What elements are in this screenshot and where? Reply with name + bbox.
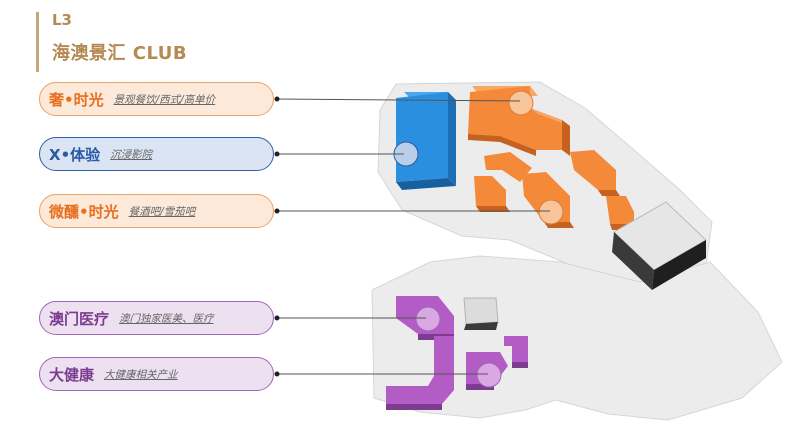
leader-lines <box>275 98 550 375</box>
legend-tipsy-time[interactable]: 微醺•时光 餐酒吧/雪茄吧 <box>39 194 274 228</box>
legend-luxury-time[interactable]: 奢•时光 景观餐饮/西式/高单价 <box>39 82 274 116</box>
floor-title: 海澳景汇 CLUB <box>52 43 188 64</box>
legend-x-experience[interactable]: X•体验 沉浸影院 <box>39 137 274 171</box>
floor-code: L3 <box>52 11 72 29</box>
legend-health[interactable]: 大健康 大健康相关产业 <box>39 357 274 391</box>
legend-description: 餐酒吧/雪茄吧 <box>128 205 196 218</box>
hotspot-health[interactable] <box>476 362 502 388</box>
cinema-block[interactable] <box>396 92 456 190</box>
leader-dots <box>274 96 280 377</box>
legend-category: X•体验 <box>49 145 101 164</box>
legend-category: 奢•时光 <box>49 90 104 109</box>
legend-category: 澳门医疗 <box>49 309 110 328</box>
header-accent-bar <box>36 12 39 72</box>
medical-blocks[interactable] <box>386 296 528 410</box>
legend-macau-medical[interactable]: 澳门医疗 澳门独家医美、医疗 <box>39 301 274 335</box>
hotspot-tipsy[interactable] <box>538 199 564 225</box>
legend-description: 大健康相关产业 <box>104 368 178 381</box>
hotspot-luxury[interactable] <box>508 90 534 116</box>
grey-cube-block <box>612 201 707 290</box>
legend-description: 沉浸影院 <box>110 148 153 161</box>
legend-description: 澳门独家医美、医疗 <box>119 312 214 325</box>
grey-small-block <box>463 297 499 330</box>
legend-description: 景观餐饮/西式/高单价 <box>113 93 216 106</box>
legend-category: 微醺•时光 <box>49 202 119 221</box>
hotspot-medical[interactable] <box>415 306 441 332</box>
legend-category: 大健康 <box>49 365 95 384</box>
